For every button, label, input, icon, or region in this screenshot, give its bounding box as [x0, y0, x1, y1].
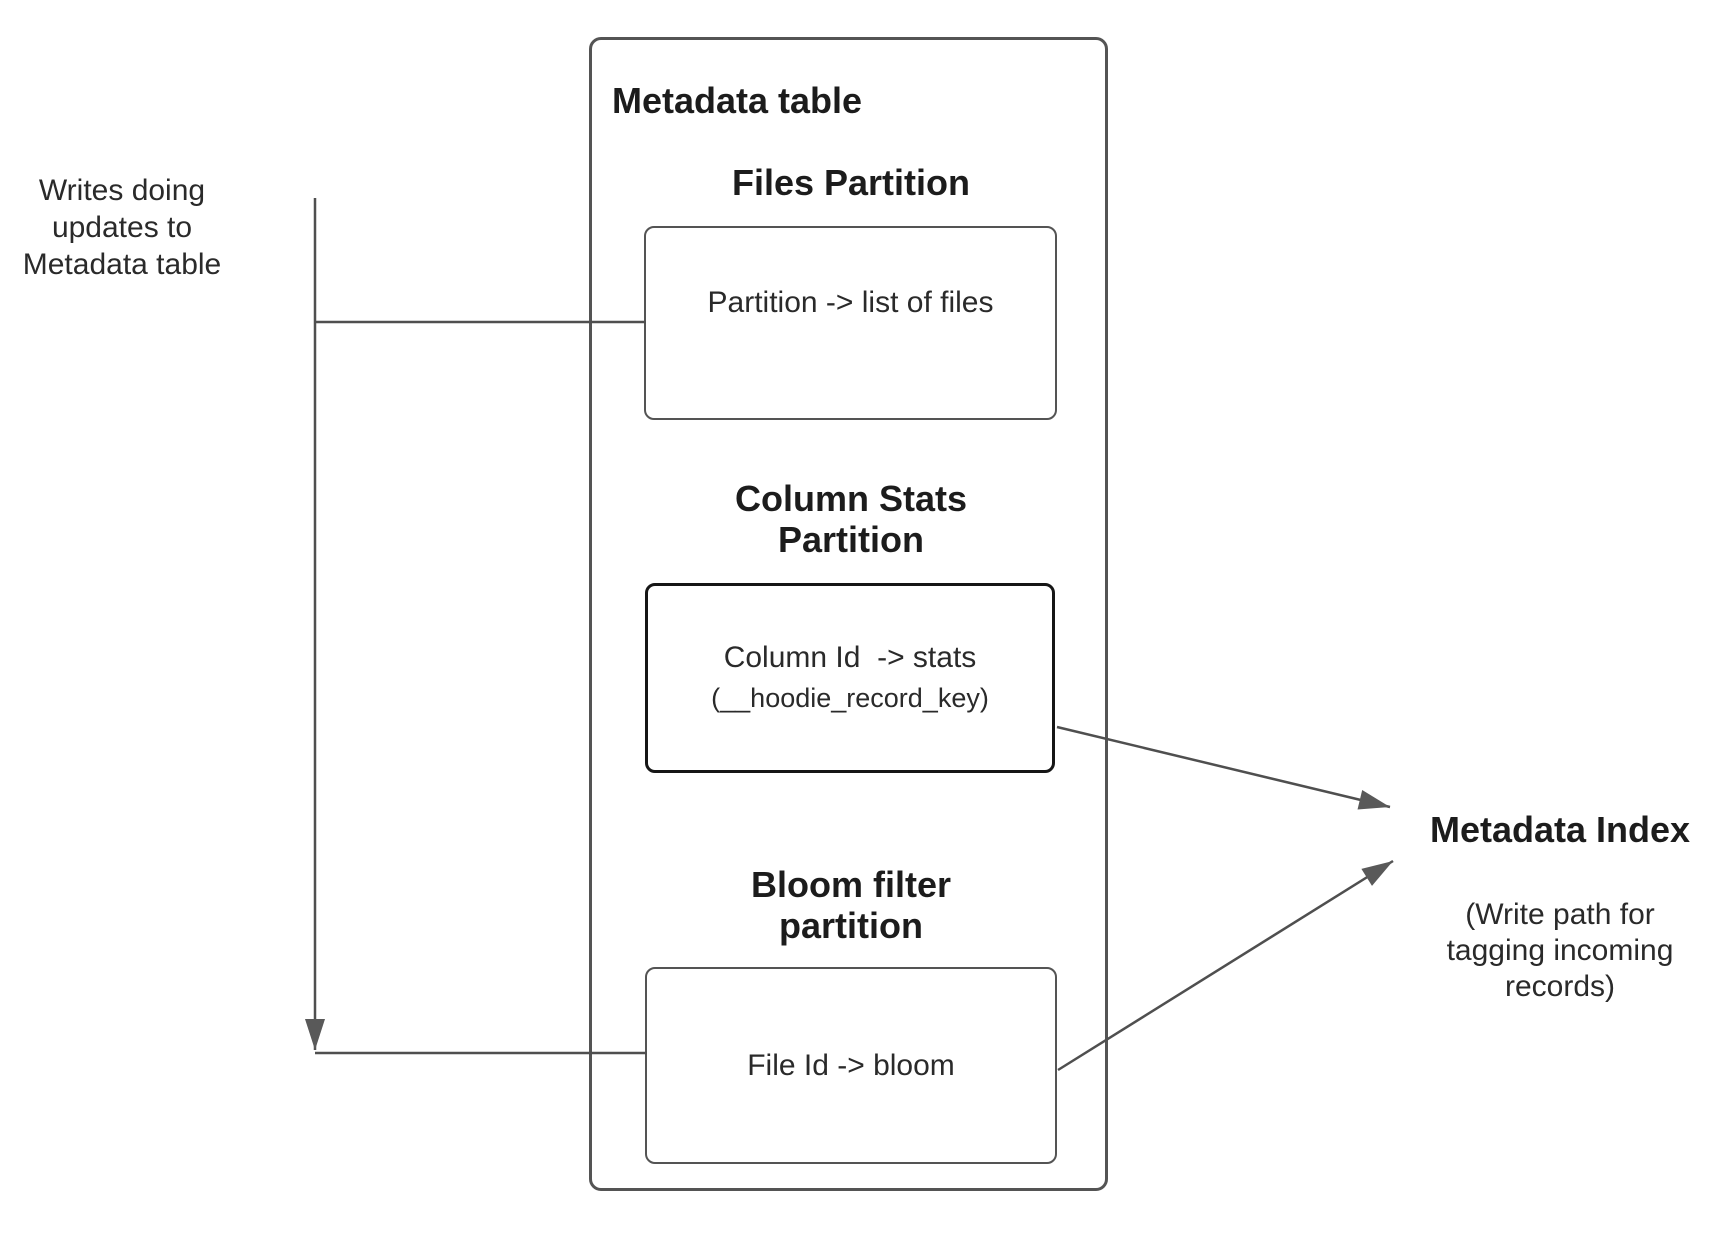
- files-partition-heading: Files Partition: [731, 162, 971, 203]
- column-stats-box-text-line1: Column Id -> stats: [723, 641, 977, 674]
- bloom-filter-heading: Bloom filter partition: [750, 864, 951, 946]
- metadata-index-subtitle: (Write path for tagging incoming records…: [1446, 898, 1674, 1003]
- bloom-filter-box-text: File Id -> bloom: [747, 1048, 955, 1082]
- bloom-to-index-arrow: [1057, 859, 1394, 1072]
- column-stats-heading: Column Stats Partition: [734, 478, 967, 560]
- files-partition-box-text: Partition -> list of files: [707, 286, 994, 319]
- column-stats-box: Column Id -> stats (__hoodie_record_key): [645, 583, 1055, 773]
- files-partition-box: Partition -> list of files: [644, 226, 1057, 420]
- column-stats-box-text-line2: (__hoodie_record_key): [711, 683, 989, 713]
- metadata-table-box: [589, 37, 1108, 1191]
- bloom-filter-box: File Id -> bloom: [645, 967, 1057, 1164]
- writes-note: Writes doing updates to Metadata table: [22, 174, 222, 281]
- metadata-index-title: Metadata Index: [1429, 809, 1691, 850]
- metadata-table-title: Metadata table: [612, 80, 863, 121]
